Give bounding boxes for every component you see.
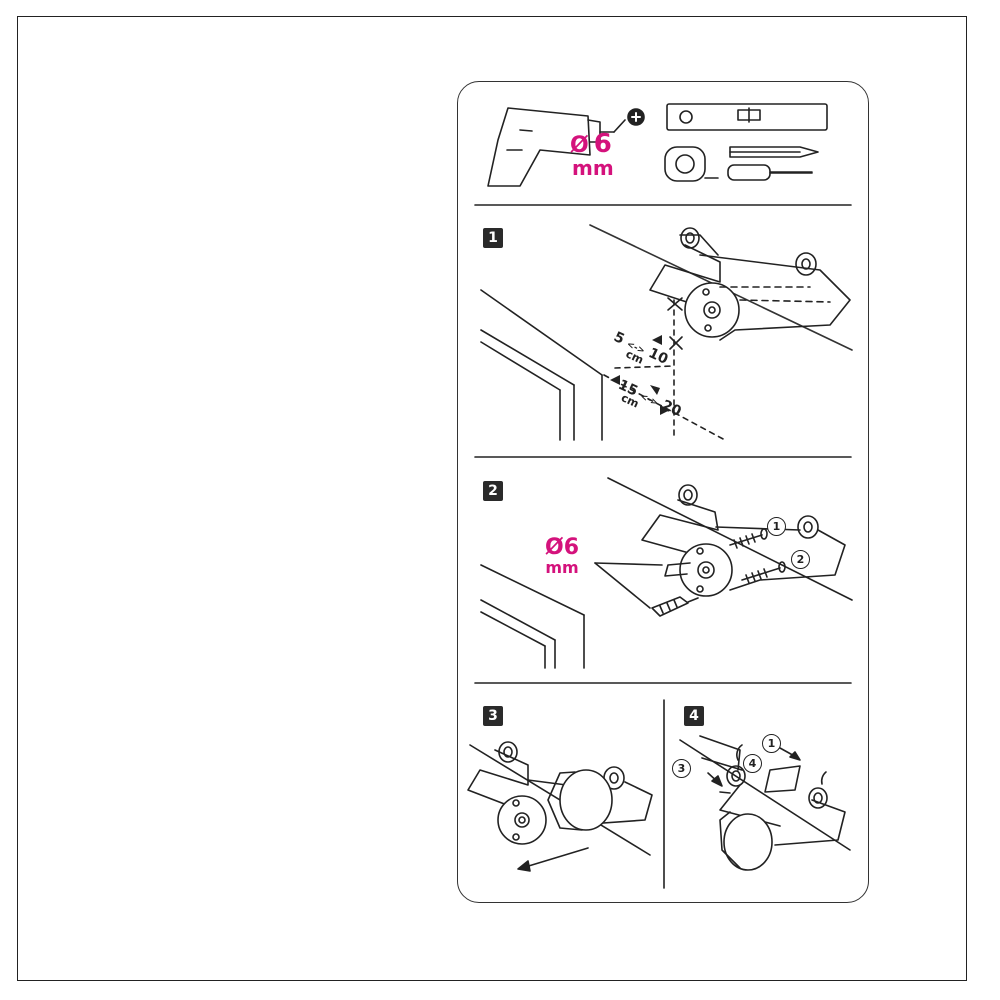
drill-icon bbox=[487, 107, 626, 187]
step4-callout-3: 3 bbox=[672, 759, 691, 778]
slide-arrow-step3 bbox=[517, 847, 589, 872]
wall-corner-step2 bbox=[480, 477, 853, 669]
step2-callout-1: 1 bbox=[767, 517, 786, 536]
screwdriver-icon bbox=[727, 164, 813, 181]
plus-icon bbox=[627, 108, 645, 126]
towel-rail-step1 bbox=[649, 227, 851, 341]
drill-bit-value: 6 bbox=[593, 129, 612, 159]
wall-plug-step2 bbox=[651, 596, 699, 617]
diameter-symbol: Ø bbox=[570, 133, 589, 158]
tape-measure-icon bbox=[664, 146, 719, 182]
rotation-arrows-step4 bbox=[707, 744, 827, 794]
towel-rail-step3 bbox=[467, 741, 653, 856]
page-border bbox=[17, 16, 967, 981]
step4-callout-1: 1 bbox=[762, 734, 781, 753]
step2-drill-value: Ø6 bbox=[545, 535, 580, 560]
step-badge-4: 4 bbox=[684, 706, 704, 726]
towel-rail-step2 bbox=[641, 484, 846, 597]
step-badge-3: 3 bbox=[483, 706, 503, 726]
step-badge-2: 2 bbox=[483, 481, 503, 501]
screws-step2 bbox=[729, 528, 786, 584]
step2-drill-unit: mm bbox=[545, 558, 579, 577]
step2-callout-2: 2 bbox=[791, 550, 810, 569]
drill-callout-lines bbox=[594, 562, 663, 609]
spirit-level-icon bbox=[666, 103, 828, 131]
marker-crosses bbox=[667, 297, 683, 350]
step2-drill-size: Ø6 mm bbox=[545, 535, 580, 578]
drill-bit-size: Ø 6 mm bbox=[570, 131, 614, 179]
step-badge-1: 1 bbox=[483, 228, 503, 248]
pencil-icon bbox=[729, 146, 819, 158]
step4-callout-4: 4 bbox=[743, 754, 762, 773]
dimension-arrows bbox=[610, 335, 670, 415]
drill-bit-unit: mm bbox=[572, 156, 614, 180]
towel-rail-step4 bbox=[679, 735, 851, 871]
measurement-lines-step1 bbox=[603, 299, 726, 441]
